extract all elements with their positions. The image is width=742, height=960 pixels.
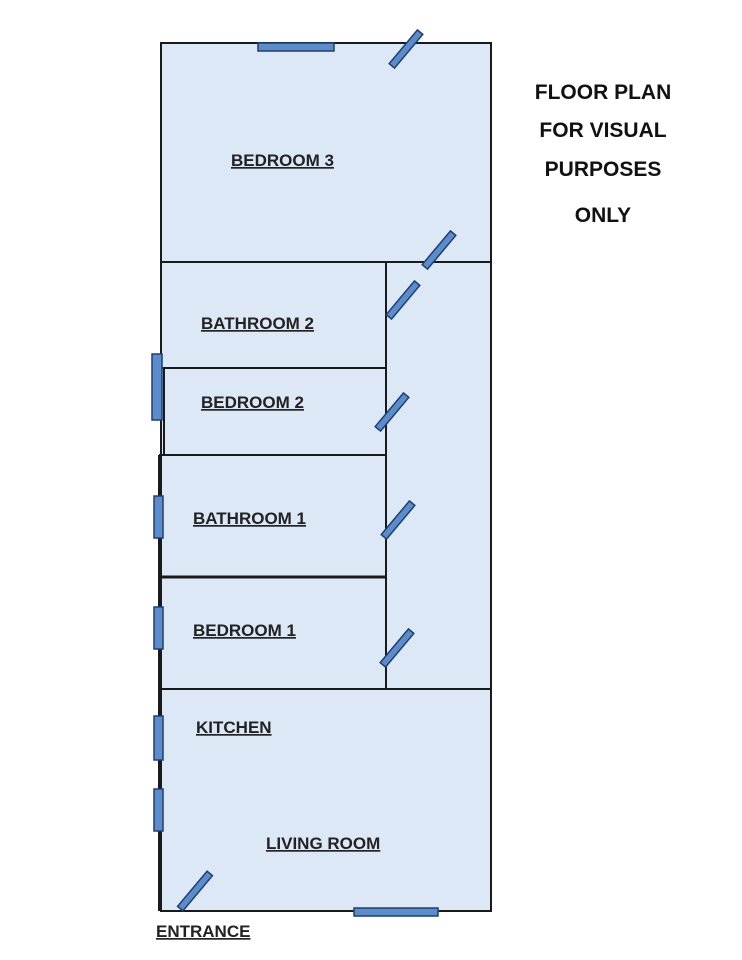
window-bedroom-2-left: [151, 353, 163, 421]
door-bedroom-1: [379, 627, 415, 669]
entrance-label: ENTRANCE: [156, 922, 250, 941]
note-line-2: FOR VISUAL: [539, 119, 666, 142]
window-kitchen-left-1: [153, 715, 164, 761]
door-entrance: [176, 870, 214, 912]
door-bedroom-2: [374, 391, 410, 433]
window-bedroom-1-left: [153, 606, 164, 650]
note-line-4: ONLY: [575, 204, 631, 227]
room-label-kitchen: KITCHEN: [196, 718, 272, 737]
building-outline: [160, 42, 492, 912]
door-bedroom-3-top: [388, 28, 424, 70]
room-label-bedroom-3: BEDROOM 3: [231, 151, 334, 170]
room-label-bathroom-1: BATHROOM 1: [193, 509, 306, 528]
window-bathroom-1-left: [153, 495, 164, 539]
window-kitchen-left-2: [153, 788, 164, 832]
window-living-room-bottom: [353, 907, 439, 917]
note-line-3: PURPOSES: [545, 158, 662, 181]
room-label-bedroom-2: BEDROOM 2: [201, 393, 304, 412]
room-label-living-room: LIVING ROOM: [266, 834, 380, 853]
door-bathroom-1: [380, 499, 416, 541]
note-line-1: FLOOR PLAN: [535, 81, 672, 104]
disclaimer-note: FLOOR PLAN FOR VISUAL PURPOSES ONLY: [535, 81, 672, 227]
window-bedroom-3-top: [257, 42, 335, 52]
door-bedroom-3: [421, 229, 457, 271]
room-label-bathroom-2: BATHROOM 2: [201, 314, 314, 333]
room-label-bedroom-1: BEDROOM 1: [193, 621, 296, 640]
door-bathroom-2: [385, 279, 421, 321]
